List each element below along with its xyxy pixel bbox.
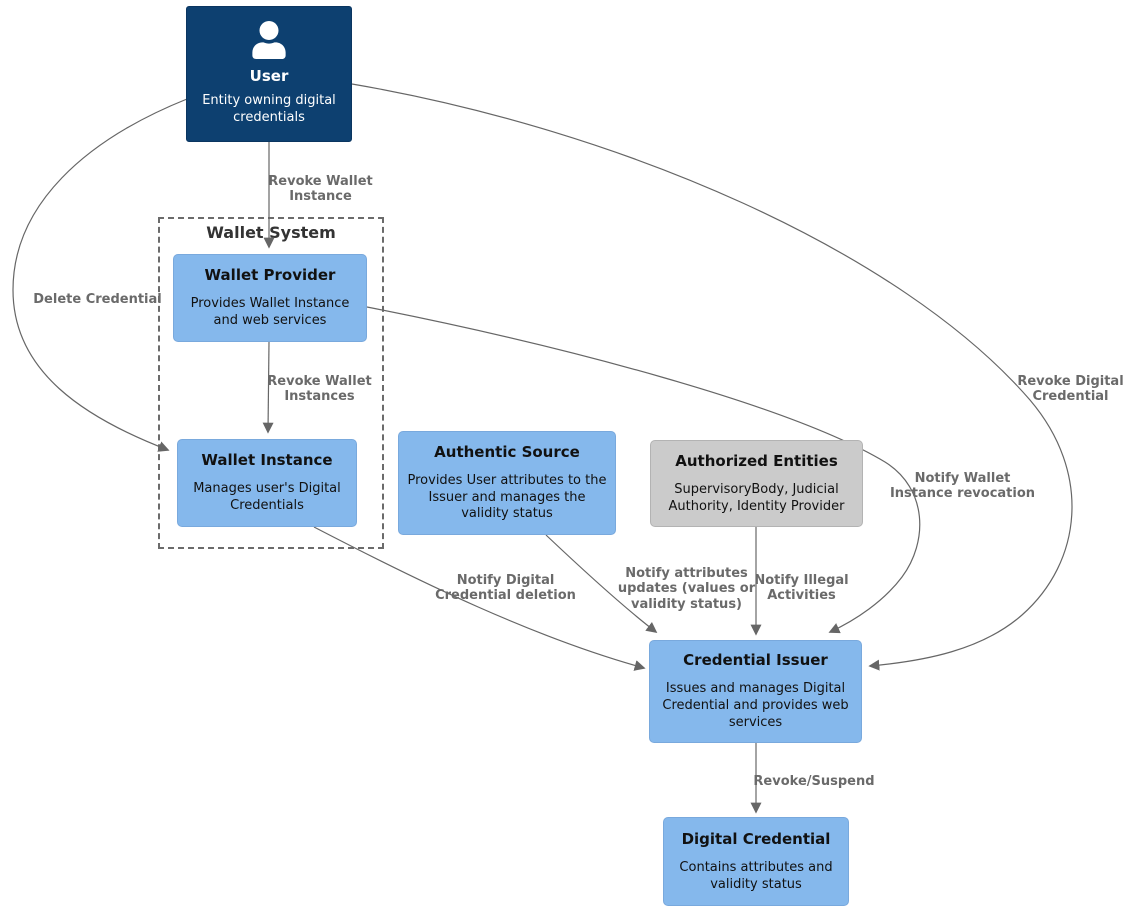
node-authorized-entities-description: SupervisoryBody, Judicial Authority, Ide… bbox=[668, 481, 845, 514]
node-wallet-provider: Wallet Provider Provides Wallet Instance… bbox=[173, 254, 367, 342]
node-credential-issuer-title: Credential Issuer bbox=[683, 651, 828, 670]
edge-label-notify-wallet-instance-revocation: Notify Wallet Instance revocation bbox=[889, 471, 1036, 502]
node-digital-credential-title: Digital Credential bbox=[681, 829, 831, 848]
node-authorized-entities-title: Authorized Entities bbox=[675, 451, 838, 470]
edge-label-notify-illegal-activities: Notify Illegal Activities bbox=[754, 573, 849, 604]
node-authentic-source-title: Authentic Source bbox=[434, 442, 580, 461]
node-credential-issuer: Credential Issuer Issues and manages Dig… bbox=[649, 640, 862, 743]
node-authentic-source: Authentic Source Provides User attribute… bbox=[398, 431, 616, 535]
edge-label-revoke-digital-credential: Revoke Digital Credential bbox=[1017, 374, 1124, 405]
node-credential-issuer-description: Issues and manages Digital Credential an… bbox=[662, 681, 849, 730]
node-wallet-provider-title: Wallet Provider bbox=[204, 266, 336, 285]
edge-label-delete-credential: Delete Credential bbox=[33, 292, 162, 307]
edge-label-revoke-wallet-instances: Revoke Wallet Instances bbox=[267, 374, 372, 405]
node-user: User Entity owning digital credentials bbox=[186, 6, 352, 142]
node-digital-credential: Digital Credential Contains attributes a… bbox=[663, 817, 849, 906]
node-wallet-instance-description: Manages user's Digital Credentials bbox=[193, 481, 341, 513]
node-wallet-instance: Wallet Instance Manages user's Digital C… bbox=[177, 439, 357, 527]
node-user-title: User bbox=[249, 67, 289, 86]
user-icon bbox=[252, 21, 286, 60]
edge-label-revoke-wallet-instance: Revoke Wallet Instance bbox=[268, 174, 373, 205]
wallet-system-title: Wallet System bbox=[206, 223, 336, 242]
node-wallet-instance-title: Wallet Instance bbox=[201, 451, 333, 470]
edge-label-notify-attributes-updates: Notify attributes updates (values or val… bbox=[617, 566, 756, 612]
node-authorized-entities: Authorized Entities SupervisoryBody, Jud… bbox=[650, 440, 863, 527]
edge-label-notify-digital-credential-deletion: Notify Digital Credential deletion bbox=[435, 573, 576, 604]
node-authentic-source-description: Provides User attributes to the Issuer a… bbox=[407, 472, 607, 522]
node-digital-credential-description: Contains attributes and validity status bbox=[679, 859, 833, 892]
node-wallet-provider-description: Provides Wallet Instance and web service… bbox=[190, 296, 350, 328]
node-user-description: Entity owning digital credentials bbox=[202, 93, 336, 125]
edge-label-revoke-suspend: Revoke/Suspend bbox=[753, 774, 875, 789]
